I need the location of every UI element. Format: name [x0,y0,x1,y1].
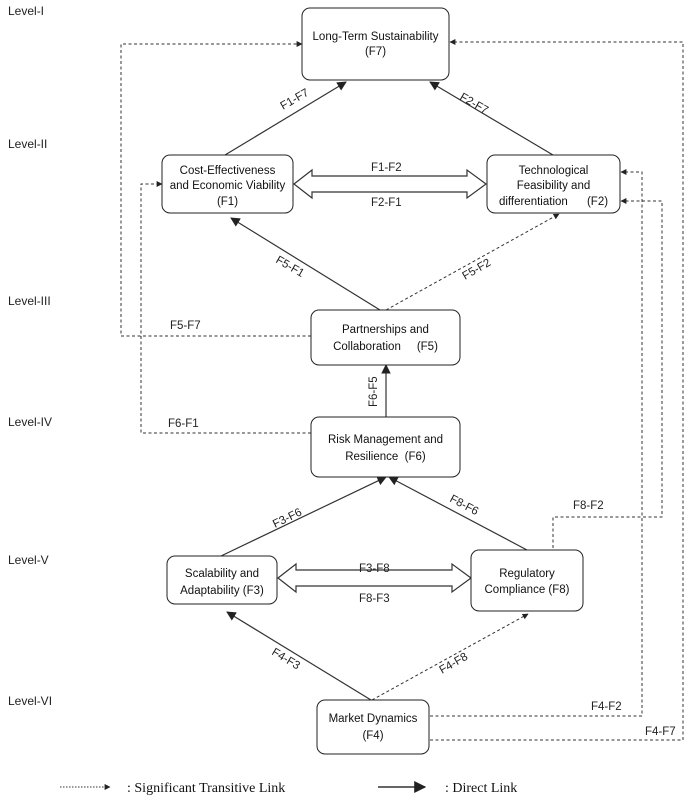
level-label-2: Level-II [8,137,47,151]
edge-label-f5-f7: F5-F7 [170,320,201,332]
edge-label-f4-f3: F4-F3 [269,646,301,672]
edge-label-f1-f2: F1-F2 [371,162,402,174]
edge-label-f8-f6: F8-F6 [448,493,481,518]
level-label-5: Level-V [8,553,49,567]
edge-f4-f3 [226,611,372,701]
edge-label-f8-f2: F8-F2 [573,500,604,512]
node-f4-line-2: (F4) [362,730,383,742]
node-f1-line-2: and Economic Viability [170,180,286,192]
node-f4: Market Dynamics (F4) [316,699,430,755]
edge-label-f6-f1: F6-F1 [168,418,199,430]
edge-label-f5-f1: F5-F1 [274,254,307,280]
node-f2-line-2: Feasibility and [517,180,591,192]
edge-f1-f2-bidirectional [293,168,488,200]
node-f8: Regulatory Compliance (F8) [470,549,584,612]
node-f7-line-2: (F7) [365,46,386,58]
edge-f2-f7 [429,81,554,156]
edge-f8-f6 [388,476,528,551]
edge-f4-f7 [430,39,684,741]
edge-label-f1-f7: F1-F7 [279,87,312,113]
edge-f3-f6 [220,476,387,557]
edge-f4-f8 [371,613,529,701]
edge-label-f6-f5: F6-F5 [368,376,380,407]
node-f2-line-3: differentiation (F2) [499,196,608,208]
edge-label-f3-f6: F3-F6 [271,506,304,530]
edge-label-f2-f7: F2-F7 [458,91,491,117]
edge-f4-f2 [430,169,643,717]
node-f1: Cost-Effectiveness and Economic Viabilit… [161,154,294,214]
node-f3: Scalability and Adaptability (F3) [166,555,278,605]
node-f7-line-1: Long-Term Sustainability [313,31,439,43]
node-f2-line-1: Technological [519,165,589,177]
node-f6-line-2: Resilience (F6) [345,451,426,463]
node-f6: Risk Management and Resilience (F6) [310,416,461,478]
edge-label-f2-f1: F2-F1 [371,197,402,209]
edge-label-f8-f3: F8-F3 [359,593,390,605]
edge-f5-f2 [385,213,560,311]
edge-f5-f7 [120,41,311,337]
legend-transitive-label: : Significant Transitive Link [127,781,285,796]
node-f1-line-3: (F1) [217,196,238,208]
node-f6-line-1: Risk Management and [328,434,443,446]
legend: : Significant Transitive Link : Direct L… [60,781,517,796]
node-f4-line-1: Market Dynamics [329,713,418,725]
edge-label-f4-f7: F4-F7 [645,726,676,738]
level-label-4: Level-IV [8,415,52,429]
node-f3-line-2: Adaptability (F3) [180,585,264,597]
edge-f8-f2 [552,198,663,548]
level-label-3: Level-III [8,294,51,308]
edge-f6-f1 [140,181,311,434]
edge-label-f3-f8: F3-F8 [359,563,390,575]
edge-f5-f1 [230,217,381,311]
level-label-6: Level-VI [8,694,52,708]
node-f1-line-1: Cost-Effectiveness [180,165,276,177]
node-f5: Partnerships and Collaboration (F5) [310,309,461,366]
node-f7: Long-Term Sustainability (F7) [301,7,450,81]
node-f2: Technological Feasibility and differenti… [486,154,621,214]
node-f5-line-1: Partnerships and [342,324,429,336]
level-label-1: Level-I [8,4,44,18]
node-f8-line-1: Regulatory [499,568,555,580]
edge-label-f4-f2: F4-F2 [591,701,622,713]
edge-label-f5-f2: F5-F2 [461,257,494,283]
edge-f1-f7 [224,81,347,156]
legend-direct-label: : Direct Link [445,781,517,796]
edge-label-f4-f8: F4-F8 [438,651,471,677]
node-f8-line-2: Compliance (F8) [485,584,570,596]
node-f5-line-2: Collaboration (F5) [333,341,438,353]
node-f3-line-1: Scalability and [185,568,259,580]
